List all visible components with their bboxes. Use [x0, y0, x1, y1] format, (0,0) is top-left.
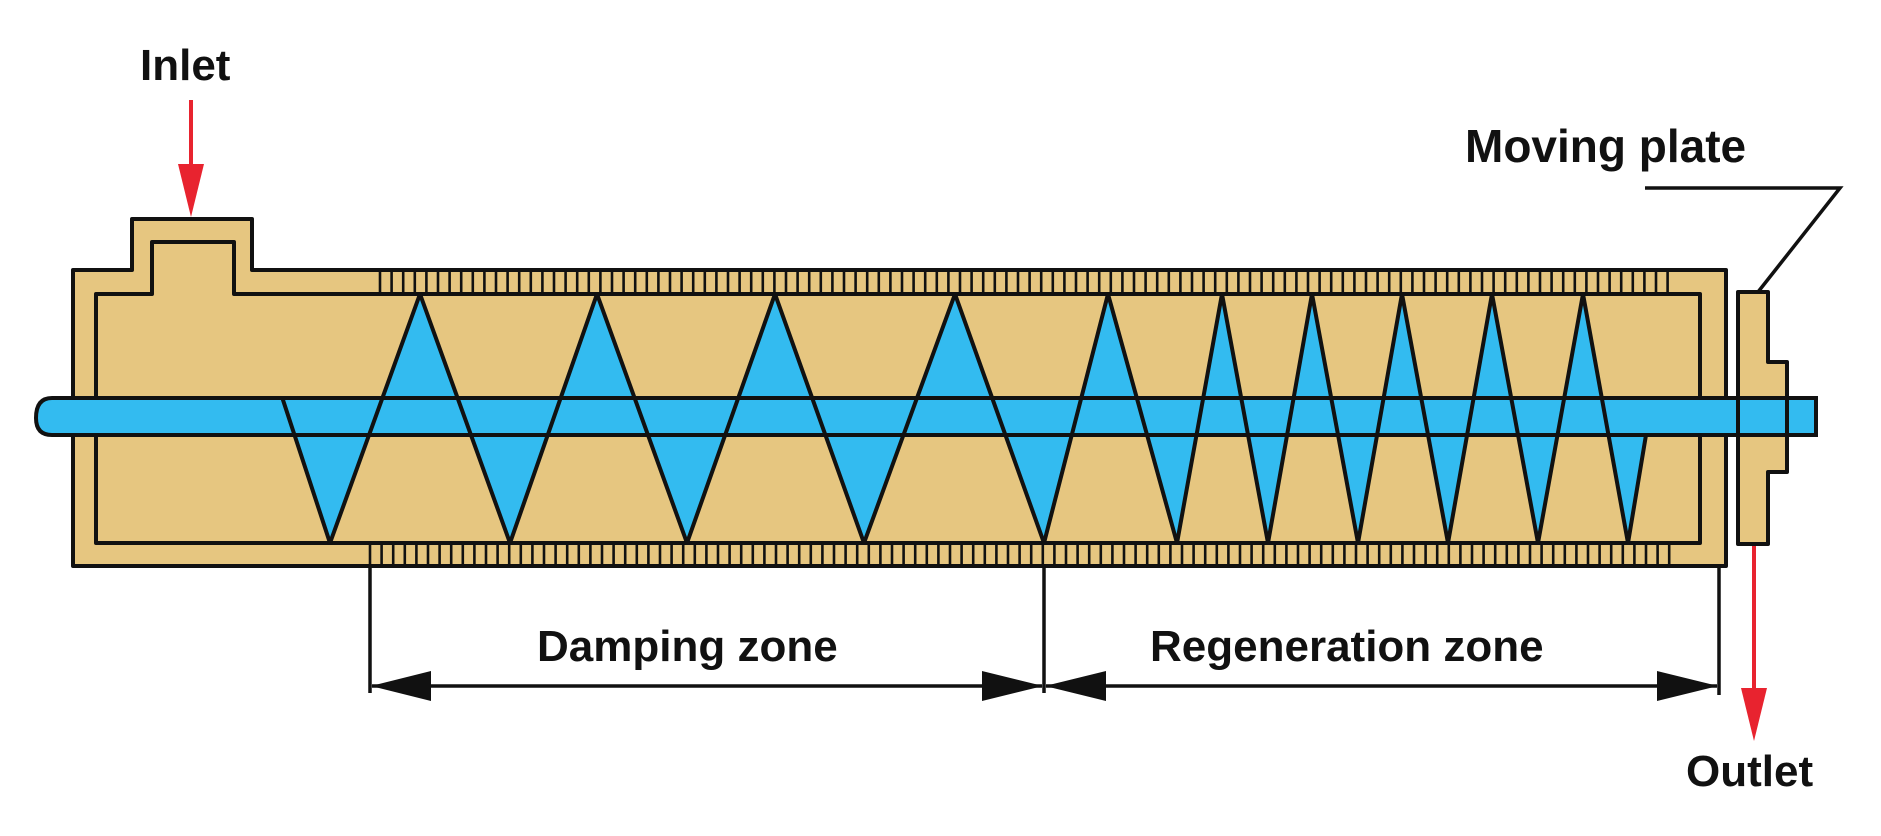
regeneration-zone-left-arrowhead	[1045, 671, 1106, 701]
flight-edge	[1581, 292, 1630, 545]
screw-flight	[1383, 294, 1422, 398]
flight-edge	[1536, 292, 1585, 545]
outlet-arrow	[1741, 546, 1767, 741]
screw-flight	[1473, 294, 1512, 398]
flight-edge	[1626, 433, 1648, 545]
regeneration-zone-label: Regeneration zone	[1150, 622, 1544, 671]
screw-flight	[1081, 294, 1137, 398]
flight-edge	[1175, 292, 1224, 545]
screw-flight	[1293, 294, 1332, 398]
screw-flight	[1005, 435, 1072, 543]
regeneration-zone-right-arrowhead	[1657, 671, 1718, 701]
flight-edge	[685, 292, 777, 545]
damping-zone-left-arrowhead	[371, 671, 431, 701]
slotted-band-bottom	[368, 541, 1672, 566]
screw-flight	[1608, 435, 1646, 543]
screw-flight	[1203, 294, 1242, 398]
screw-flight	[647, 435, 726, 543]
shaft-end	[1785, 396, 1818, 437]
flight-edge	[862, 292, 957, 545]
flight-edge	[281, 398, 332, 545]
screw-flight	[1248, 435, 1288, 543]
screw-flight	[470, 435, 548, 543]
dimension-arrowheads	[371, 671, 1718, 701]
flight-edge	[328, 292, 422, 545]
outlet-label: Outlet	[1686, 747, 1813, 796]
flight-edge	[1446, 292, 1494, 545]
screw-flight	[1518, 435, 1558, 543]
moving-plate-leader-line	[1645, 186, 1844, 294]
damping-zone-label: Damping zone	[537, 622, 838, 671]
screw-flight-lines	[52, 292, 1738, 545]
screw-flight	[825, 435, 904, 543]
flight-edge	[953, 292, 1046, 545]
flight-edge	[595, 292, 689, 545]
screw-flight	[1564, 294, 1602, 398]
screw-flight	[1147, 435, 1197, 543]
moving-plate-label: Moving plate	[1465, 120, 1746, 172]
screw-flight	[1338, 435, 1378, 543]
flight-edge	[1310, 292, 1360, 545]
moving-plate-shaft-section	[1736, 396, 1789, 437]
flight-edge	[1042, 292, 1110, 545]
screw-flight	[738, 294, 813, 398]
inlet-arrow	[178, 100, 204, 217]
flight-edge	[1490, 292, 1540, 545]
screw-flight	[382, 294, 458, 398]
flight-edge	[508, 292, 599, 545]
screw-flight	[1428, 435, 1468, 543]
screw-flight	[916, 294, 993, 398]
flight-edge	[1220, 292, 1270, 545]
barrel-cavity	[94, 240, 1702, 545]
screw-shaft	[33, 396, 1818, 437]
inlet-label: Inlet	[140, 41, 231, 90]
flight-edge	[1356, 292, 1404, 545]
flight-edge	[1106, 292, 1179, 545]
screw-flight	[560, 294, 635, 398]
flight-edge	[418, 292, 512, 545]
screw-flight	[294, 435, 370, 543]
screw-flights	[294, 294, 1646, 543]
slotted-band-top	[378, 268, 1672, 294]
zone-dimension-lines	[368, 566, 1721, 695]
flight-edge	[1400, 292, 1450, 545]
flight-edge	[1266, 292, 1314, 545]
damping-zone-right-arrowhead	[982, 671, 1043, 701]
flight-edge	[773, 292, 866, 545]
